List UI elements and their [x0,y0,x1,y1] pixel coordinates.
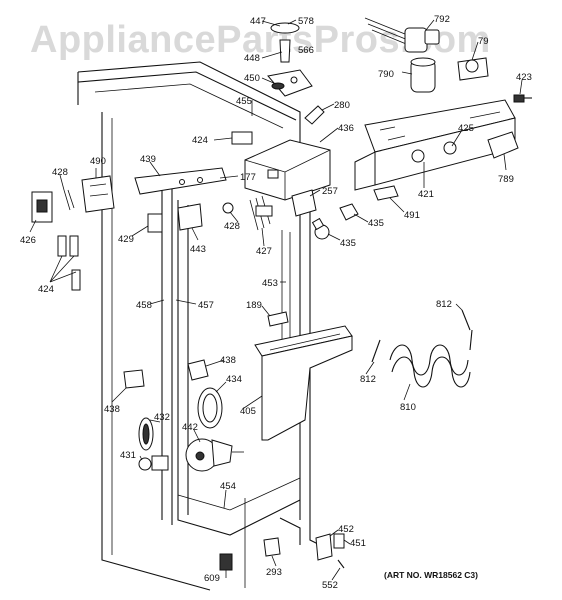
part-435-socket[interactable] [339,203,359,221]
callout-79: 79 [478,36,489,47]
callout-423: 423 [516,72,532,83]
part-switch-426[interactable] [31,191,53,223]
callout-405: 405 [240,406,256,417]
callout-790: 790 [378,69,394,80]
part-438-upper[interactable] [187,359,209,381]
callout-434: 434 [226,374,242,385]
callout-424-left: 424 [38,284,54,295]
part-hinge[interactable] [267,22,313,97]
callout-280: 280 [334,100,350,111]
callout-428-left: 428 [52,167,68,178]
callout-566: 566 [298,45,314,56]
part-429[interactable] [147,213,163,233]
art-number: (ART NO. WR18562 C3) [384,570,478,580]
callout-189: 189 [246,300,262,311]
callout-792: 792 [434,14,450,25]
callout-421: 421 [418,189,434,200]
callout-448: 448 [244,53,260,64]
part-spacer-432[interactable] [138,417,154,451]
part-heater-810[interactable] [389,329,473,388]
part-clips-424[interactable] [57,235,81,291]
callout-293: 293 [266,567,282,578]
part-438-lower[interactable] [123,369,145,389]
callout-490: 490 [90,156,106,167]
callout-435-lower: 435 [340,238,356,249]
callout-552: 552 [322,580,338,591]
part-189[interactable] [267,311,289,327]
part-280[interactable] [304,105,325,125]
callout-438-upper: 438 [220,355,236,366]
part-housing-436[interactable] [244,139,331,201]
part-connector-490[interactable] [63,175,115,213]
part-435-bulb[interactable] [311,217,330,240]
callout-458: 458 [136,300,152,311]
callout-812-top: 812 [436,299,452,310]
part-cover-405[interactable] [254,325,353,441]
part-552-screw[interactable] [337,559,345,569]
part-293[interactable] [263,537,281,557]
callout-789: 789 [498,174,514,185]
callout-438-lower: 438 [104,404,120,415]
part-fan-442[interactable] [185,438,244,472]
callout-810: 810 [400,402,416,413]
part-257[interactable] [291,189,317,217]
callout-812-left: 812 [360,374,376,385]
part-812-tube-top[interactable] [461,309,471,331]
leader-lines [29,19,523,581]
callout-442: 442 [182,422,198,433]
part-knob-431[interactable] [138,455,169,471]
callout-labels: 447 578 566 448 450 792 79 790 423 455 2… [20,14,532,591]
part-control-panel[interactable] [354,99,516,191]
part-451[interactable] [333,533,345,549]
callout-455: 455 [236,96,252,107]
part-424-switch[interactable] [231,131,253,145]
callout-453: 453 [262,278,278,289]
callout-451: 451 [350,538,366,549]
callout-447: 447 [250,16,266,27]
callout-454: 454 [220,481,236,492]
callout-177: 177 [240,172,256,183]
part-812-tube-left[interactable] [371,339,381,363]
callout-436: 436 [338,123,354,134]
callout-427: 427 [256,246,272,257]
callout-435-upper: 435 [368,218,384,229]
callout-257: 257 [322,186,338,197]
callout-431: 431 [120,450,136,461]
part-sensor-423[interactable] [513,94,532,103]
callout-578: 578 [298,16,314,27]
callout-432: 432 [154,412,170,423]
part-bracket-439[interactable] [134,167,227,195]
callout-450: 450 [244,73,260,84]
callout-443: 443 [190,244,206,255]
callout-457: 457 [198,300,214,311]
callout-429: 429 [118,234,134,245]
part-wiring-427[interactable] [222,195,273,231]
part-452[interactable] [315,533,333,561]
callout-425: 425 [458,123,474,134]
callout-439: 439 [140,154,156,165]
part-gasket-434[interactable] [197,387,223,429]
callout-491: 491 [404,210,420,221]
callout-428-mid: 428 [224,221,240,232]
part-609[interactable] [219,553,233,571]
part-water-valve[interactable] [364,17,489,93]
callout-609: 609 [204,573,220,584]
callout-452: 452 [338,524,354,535]
part-443[interactable] [177,203,203,231]
callout-426: 426 [20,235,36,246]
callout-424-top: 424 [192,135,208,146]
part-491[interactable] [373,185,399,201]
part-789[interactable] [487,131,519,159]
